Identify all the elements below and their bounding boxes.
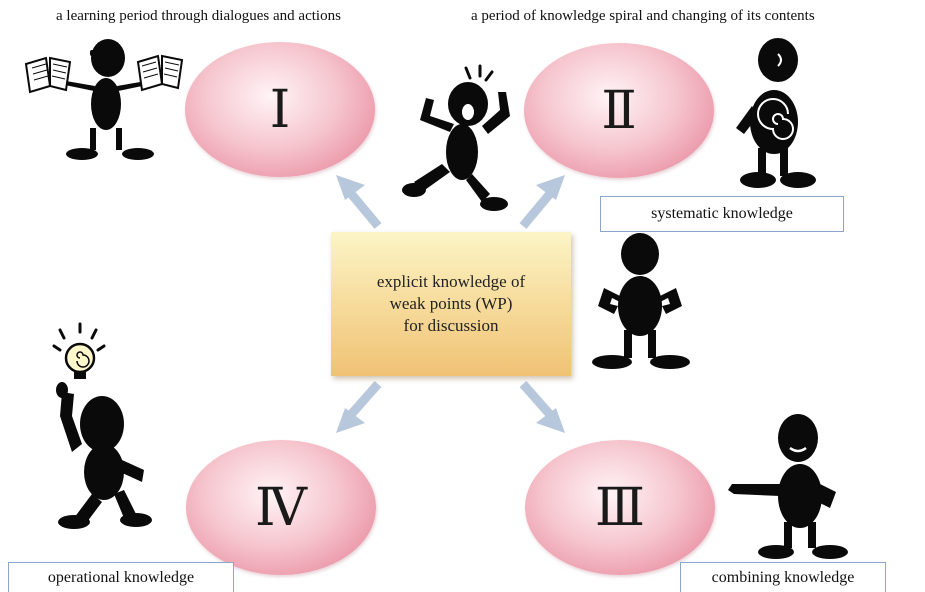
phase-1-numeral: Ⅰ <box>269 81 291 139</box>
standing-figure-icon <box>592 233 690 369</box>
arrowhead-3 <box>536 408 565 433</box>
panicking-figure-icon <box>402 64 510 211</box>
arrowhead-1 <box>336 175 365 200</box>
operational-knowledge-label: operational knowledge <box>8 562 234 592</box>
caption-learning-period: a learning period through dialogues and … <box>56 8 341 24</box>
phase-2-numeral: Ⅱ <box>601 82 637 140</box>
phase-2-ellipse: Ⅱ <box>524 43 714 178</box>
reading-figure-icon <box>24 39 184 160</box>
pointing-figure-icon <box>728 414 848 559</box>
phase-3-numeral: Ⅲ <box>594 479 646 537</box>
center-line-2: weak points (WP) <box>389 294 513 313</box>
thinking-spiral-figure-icon <box>736 38 816 188</box>
systematic-knowledge-label: systematic knowledge <box>600 196 844 232</box>
phase-3-ellipse: Ⅲ <box>525 440 715 575</box>
arrowhead-4 <box>336 408 365 433</box>
caption-knowledge-spiral: a period of knowledge spiral and changin… <box>471 8 815 24</box>
center-line-1: explicit knowledge of <box>376 272 526 291</box>
arrow-to-phase-3 <box>519 381 557 421</box>
arrow-to-phase-2 <box>519 187 557 229</box>
arrowhead-2 <box>536 175 565 200</box>
center-knowledge-box: explicit knowledge of weak points (WP) f… <box>331 232 571 376</box>
idea-lightbulb-figure-icon <box>52 322 152 529</box>
center-line-3: for discussion <box>403 316 499 335</box>
arrow-to-phase-1 <box>344 187 382 229</box>
phase-1-ellipse: Ⅰ <box>185 42 375 177</box>
phase-4-numeral: Ⅳ <box>255 479 307 537</box>
phase-4-ellipse: Ⅳ <box>186 440 376 575</box>
combining-knowledge-label: combining knowledge <box>680 562 886 592</box>
arrow-to-phase-4 <box>344 381 382 421</box>
